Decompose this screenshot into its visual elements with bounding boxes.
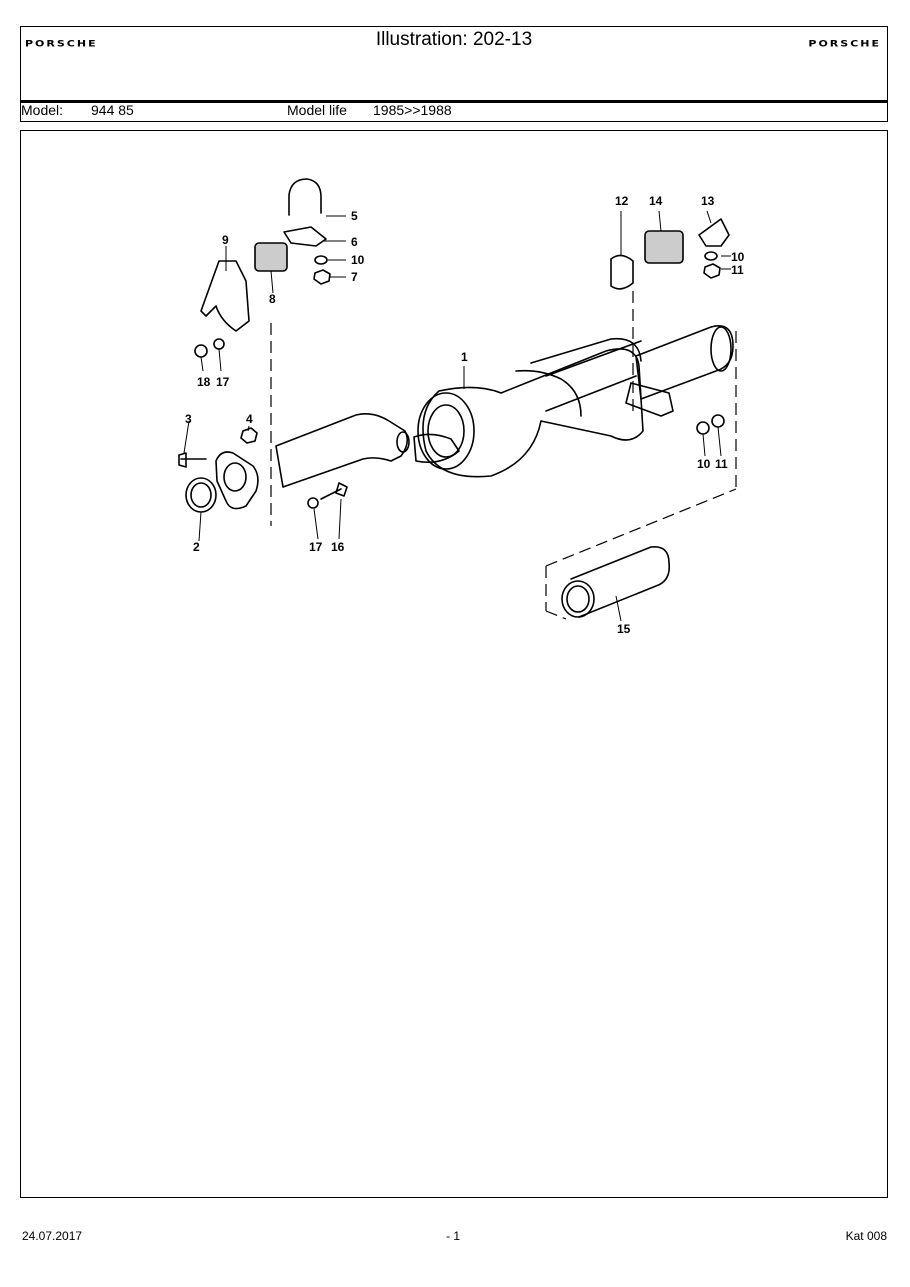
exhaust-parts-diagram: 1 2 3 4 5 6 7 8 9 10 10 10 11 11 12 13 1… bbox=[178, 178, 745, 636]
document-header: PORSCHE Illustration: 202-13 PORSCHE Mod… bbox=[20, 26, 888, 122]
callout-10c: 10 bbox=[697, 457, 711, 471]
page-title: Illustration: 202-13 bbox=[375, 29, 533, 50]
callout-17b: 17 bbox=[309, 540, 323, 554]
footer-date: 24.07.2017 bbox=[22, 1229, 83, 1243]
callout-7: 7 bbox=[351, 270, 358, 284]
flange bbox=[215, 451, 259, 510]
callout-5: 5 bbox=[351, 209, 358, 223]
main-muffler bbox=[422, 348, 644, 478]
callout-13: 13 bbox=[701, 194, 715, 208]
callout-8: 8 bbox=[269, 292, 276, 306]
tailpipe-tip bbox=[570, 546, 671, 618]
callout-6: 6 bbox=[351, 235, 358, 249]
illustration-panel: 1 2 3 4 5 6 7 8 9 10 10 10 11 11 12 13 1… bbox=[20, 130, 888, 1198]
callout-9: 9 bbox=[222, 233, 229, 247]
callout-18: 18 bbox=[197, 375, 211, 389]
footer-page-number: - 1 bbox=[446, 1229, 461, 1243]
brand-logo-left: PORSCHE bbox=[25, 38, 98, 49]
callout-12: 12 bbox=[615, 194, 629, 208]
model-life-value: 1985>>1988 bbox=[373, 102, 452, 118]
callout-3: 3 bbox=[185, 412, 192, 426]
footer-catalog-id: Kat 008 bbox=[845, 1229, 887, 1243]
tail-pipe bbox=[635, 325, 734, 400]
callout-11a: 11 bbox=[731, 263, 744, 277]
callout-11b: 11 bbox=[715, 457, 728, 471]
u-bolt bbox=[288, 178, 322, 216]
clamp-bracket bbox=[610, 254, 634, 290]
callout-4: 4 bbox=[246, 412, 253, 426]
model-value: 944 85 bbox=[91, 102, 134, 118]
hanger-bracket bbox=[200, 260, 250, 332]
callout-15: 15 bbox=[617, 622, 631, 636]
model-label: Model: bbox=[21, 102, 64, 118]
callout-1: 1 bbox=[461, 350, 468, 364]
callout-10b: 10 bbox=[731, 250, 745, 264]
callout-16: 16 bbox=[331, 540, 345, 554]
header-divider bbox=[21, 100, 887, 103]
callout-17a: 17 bbox=[216, 375, 230, 389]
callout-10a: 10 bbox=[351, 253, 365, 267]
front-exhaust-pipe bbox=[275, 413, 409, 488]
brand-logo-right: PORSCHE bbox=[808, 38, 881, 49]
callout-2: 2 bbox=[193, 540, 200, 554]
callout-14: 14 bbox=[649, 194, 663, 208]
model-life-label: Model life bbox=[287, 102, 347, 118]
